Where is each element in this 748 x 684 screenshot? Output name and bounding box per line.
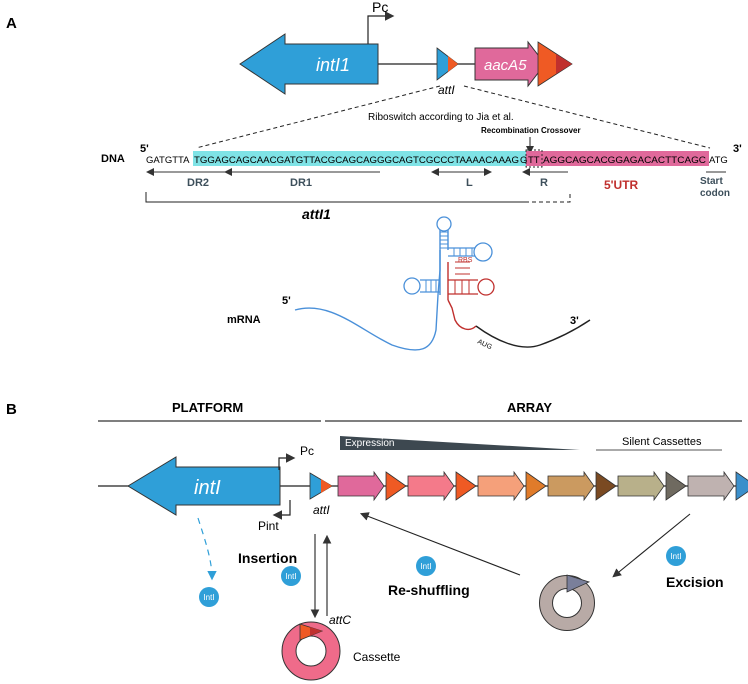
- dr2-label: DR2: [187, 177, 209, 189]
- recombination-label: Recombination Crossover: [481, 126, 581, 135]
- pink-highlight: [526, 151, 709, 166]
- cassette-gene-3: [477, 470, 525, 502]
- cassette-attC-6: [735, 471, 748, 501]
- seq-pink: AGGCAGCACGGAGACACTTCAGC: [543, 155, 706, 166]
- intI-gene-arrow: [127, 456, 281, 516]
- seq-left-flank: GATGTTA: [146, 155, 190, 166]
- attI-site-marker-b: [309, 472, 333, 500]
- attI-label-b: attI: [313, 503, 330, 517]
- pc-label: Pc: [300, 444, 314, 458]
- cassette-attC-2: [455, 471, 477, 501]
- excision-label: Excision: [666, 574, 724, 590]
- insertion-label: Insertion: [238, 550, 297, 566]
- pint-promoter-arrow: [272, 500, 291, 520]
- cassette-label: Cassette: [353, 650, 401, 664]
- platform-label: PLATFORM: [172, 400, 243, 415]
- expression-wedge: [340, 436, 580, 450]
- start-codon-line2: codon: [700, 188, 730, 199]
- pc-promoter-arrow: [278, 453, 296, 470]
- utr-label: 5'UTR: [604, 178, 639, 192]
- dna-3prime: 3': [733, 143, 742, 155]
- intI-gene-label: intI: [194, 477, 221, 499]
- dna-label: DNA: [101, 153, 125, 165]
- panel-a-label: A: [6, 15, 17, 32]
- svg-text:IntI: IntI: [203, 593, 214, 602]
- cassette-array: [337, 470, 748, 502]
- cassette-gene-5: [617, 470, 665, 502]
- promoter-pc-arrow: [367, 11, 395, 48]
- intI-expression-arrow: [197, 517, 217, 581]
- cyan-highlight: [193, 151, 526, 166]
- aacA5-gene-arrow: [474, 40, 546, 88]
- mrna-3prime: 3': [570, 315, 579, 327]
- aug-label: AUG: [476, 338, 493, 351]
- start-codon-line1: Start: [700, 176, 723, 187]
- pint-label: Pint: [258, 519, 279, 533]
- intI-badge-1: IntI: [199, 587, 219, 607]
- cassette-attC-1: [385, 471, 407, 501]
- reshuffling-label: Re-shuffling: [388, 582, 470, 598]
- seq-cross: TT: [528, 155, 540, 166]
- intI-badge-2: IntI: [281, 566, 301, 586]
- reshuffling-arrow: [359, 512, 521, 576]
- cassette-gene-6: [687, 470, 735, 502]
- rbs-label: RBS: [458, 257, 473, 264]
- svg-text:IntI: IntI: [285, 572, 296, 581]
- attI1-bracket-dashed: [525, 192, 571, 203]
- cassette-attC-3: [525, 471, 547, 501]
- seq-right-flank: ATG: [709, 155, 728, 166]
- r-label: R: [540, 177, 548, 189]
- silent-label: Silent Cassettes: [622, 436, 702, 448]
- expression-label: Expression: [345, 438, 394, 449]
- excised-cassette-circle: [539, 574, 595, 631]
- cassette-gene-1: [337, 470, 385, 502]
- mrna-structure: [294, 216, 591, 351]
- svg-text:IntI: IntI: [420, 562, 431, 571]
- intI-badge-3: IntI: [416, 556, 436, 576]
- attC-label: attC: [329, 613, 351, 627]
- array-label: ARRAY: [507, 400, 552, 415]
- excision-arrow: [612, 513, 691, 578]
- riboswitch-note: Riboswitch according to Jia et al.: [368, 112, 514, 123]
- svg-text:IntI: IntI: [670, 552, 681, 561]
- promoter-label: Pc: [372, 0, 388, 15]
- cassette-attC-5: [665, 471, 687, 501]
- dr1-label: DR1: [290, 177, 312, 189]
- attI1-label: attI1: [302, 206, 331, 222]
- intI1-gene-label: intI1: [316, 55, 350, 75]
- attI-site-label: attI: [438, 83, 455, 97]
- cassette-circle: [281, 621, 341, 681]
- dna-5prime: 5': [140, 143, 149, 155]
- mrna-label: mRNA: [227, 314, 261, 326]
- panel-b-label: B: [6, 401, 17, 418]
- attI1-bracket-solid: [145, 192, 525, 203]
- intI1-gene-arrow: [239, 33, 379, 95]
- attC-site-marker-a: [537, 41, 573, 87]
- cassette-gene-2: [407, 470, 455, 502]
- seq-cross-prefix: G: [520, 155, 527, 166]
- aacA5-gene-label: aacA5: [484, 57, 527, 74]
- cassette-attC-4: [595, 471, 617, 501]
- intI-badge-4: IntI: [666, 546, 686, 566]
- zoom-line-right: [463, 85, 711, 149]
- attI-site-marker: [436, 47, 459, 81]
- seq-cyan: TGGAGCAGCAACGATGTTACGCAGCAGGGCAGTCGCCCTA…: [194, 155, 519, 166]
- l-label: L: [466, 177, 473, 189]
- crossover-box: [525, 149, 543, 168]
- cassette-gene-4: [547, 470, 595, 502]
- mrna-5prime: 5': [282, 295, 291, 307]
